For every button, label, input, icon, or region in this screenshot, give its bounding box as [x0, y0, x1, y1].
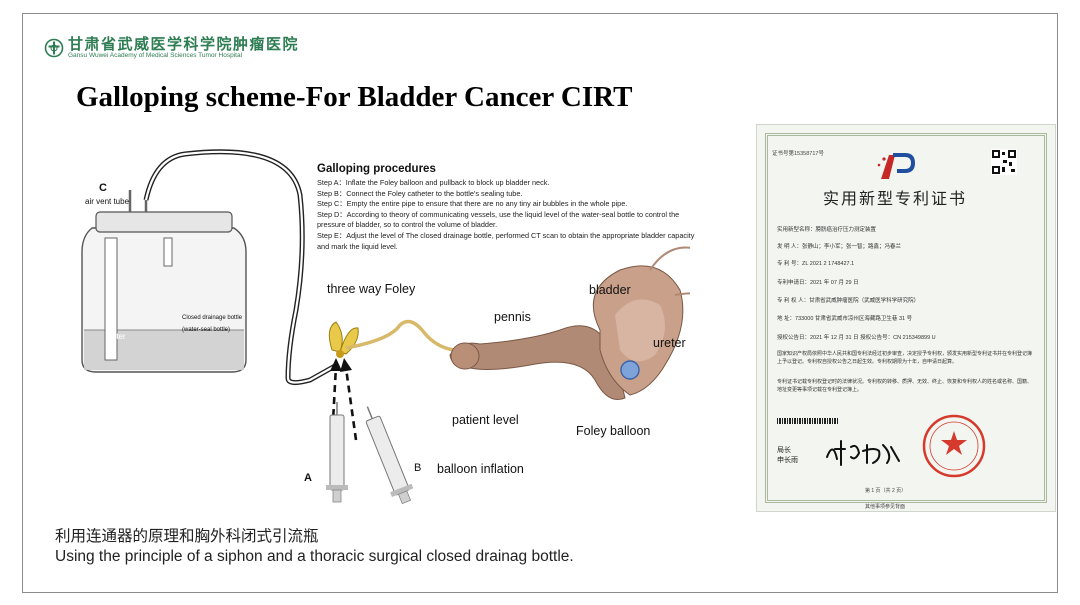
label-foley-balloon: Foley balloon [576, 424, 651, 438]
signer-title: 局长 [777, 447, 791, 454]
qr-code-icon [991, 149, 1017, 175]
label-water-seal-bottle: (water-seal bottle) [182, 327, 231, 333]
caption-chinese: 利用连通器的原理和胸外科闭式引流瓶 [55, 528, 319, 545]
certificate-row: 授权公告日：2021 年 12 月 31 日 授权公告号：CN 21534989… [777, 335, 936, 341]
cnipa-emblem-icon [877, 153, 915, 179]
hospital-logo: 甘肃省武威医学科学院肿瘤医院 Gansu Wuwei Academy of Me… [44, 36, 299, 60]
label-c: C [99, 182, 107, 194]
drainage-bottle [81, 190, 247, 373]
label-bladder: bladder [589, 283, 631, 297]
certificate-row: 专 利 权 人：甘肃省武威肿瘤医院（武威医学科学研究院） [777, 298, 920, 304]
procedure-step: Step D：According to theory of communicat… [317, 209, 680, 230]
slide-frame [22, 13, 1058, 593]
barcode [777, 418, 839, 424]
bladder-illustration [592, 246, 690, 396]
procedure-step: Step A：Inflate the Foley balloon and pul… [317, 178, 550, 187]
label-three-way-foley: three way Foley [327, 282, 416, 296]
signer-name: 申长雨 [777, 457, 798, 464]
certificate-page: 第 1 页（共 2 页） [865, 488, 907, 494]
logo-chinese: 甘肃省武威医学科学院肿瘤医院 [68, 35, 300, 53]
patent-certificate: 证书号第15358717号 实用新型专利证书 实用新型名称：膀胱癌治疗压力测定装… [756, 124, 1056, 512]
certificate-row: 实用新型名称：膀胱癌治疗压力测定装置 [777, 227, 877, 233]
certificate-title: 实用新型专利证书 [823, 189, 968, 208]
slide-caption: 利用连通器的原理和胸外科闭式引流瓶 Using the principle of… [55, 527, 574, 567]
procedure-step: Step C：Empty the entire pipe to ensure t… [317, 199, 628, 209]
galloping-diagram [81, 149, 690, 505]
penis-illustration [449, 325, 626, 400]
official-seal-icon [922, 414, 986, 478]
label-b: B [414, 462, 422, 474]
certificate-row: 地 址：733000 甘肃省武威市凉州区海藏路卫生巷 31 号 [777, 316, 913, 322]
certificate-paragraph: 国家知识产权局依照中华人民共和国专利法经过初步审查，决定授予专利权，颁发实用新型… [777, 351, 1033, 365]
label-water: water [106, 332, 126, 341]
hospital-emblem-icon [44, 38, 64, 58]
slide-title: Galloping scheme-For Bladder Cancer CIRT [76, 81, 633, 113]
certificate-row: 专利申请日：2021 年 07 月 29 日 [777, 280, 859, 286]
certificate-footer: 其他事项参见背面 [865, 504, 906, 510]
certificate-number: 证书号第15358717号 [772, 151, 824, 157]
signature-icon [826, 440, 900, 466]
syringe-b [365, 406, 414, 505]
logo-english: Gansu Wuwei Academy of Medical Sciences … [68, 52, 243, 59]
certificate-border [765, 133, 1047, 503]
syringe-a [326, 402, 348, 503]
label-a: A [304, 472, 312, 484]
certificate-paragraph: 专利证书记载专利权登记时的法律状况。专利权的转移、质押、无效、终止、恢复和专利权… [777, 379, 1033, 393]
procedures-title: Galloping procedures [317, 163, 436, 175]
label-balloon-inflation: balloon inflation [437, 462, 524, 476]
foley-connector [328, 319, 501, 358]
certificate-row: 发 明 人：张静山；李小军；张一智；路鑫；冯春兰 [777, 244, 902, 250]
procedure-step: Step E：Adjust the level of The closed dr… [317, 230, 695, 251]
label-closed-bottle: Closed drainage bottle [182, 315, 243, 321]
caption-english: Using the principle of a siphon and a th… [55, 548, 574, 565]
label-air-vent-tube: air vent tube [85, 197, 130, 206]
label-ureter: ureter [653, 336, 686, 350]
label-patient-level: patient level [452, 413, 519, 427]
procedure-step: Step B：Connect the Foley catheter to the… [317, 188, 523, 198]
certificate-row: 专 利 号：ZL 2021 2 1748427.1 [777, 261, 855, 267]
label-pennis: pennis [494, 310, 531, 324]
galloping-procedures: Galloping procedures Step A：Inflate the … [317, 163, 697, 252]
